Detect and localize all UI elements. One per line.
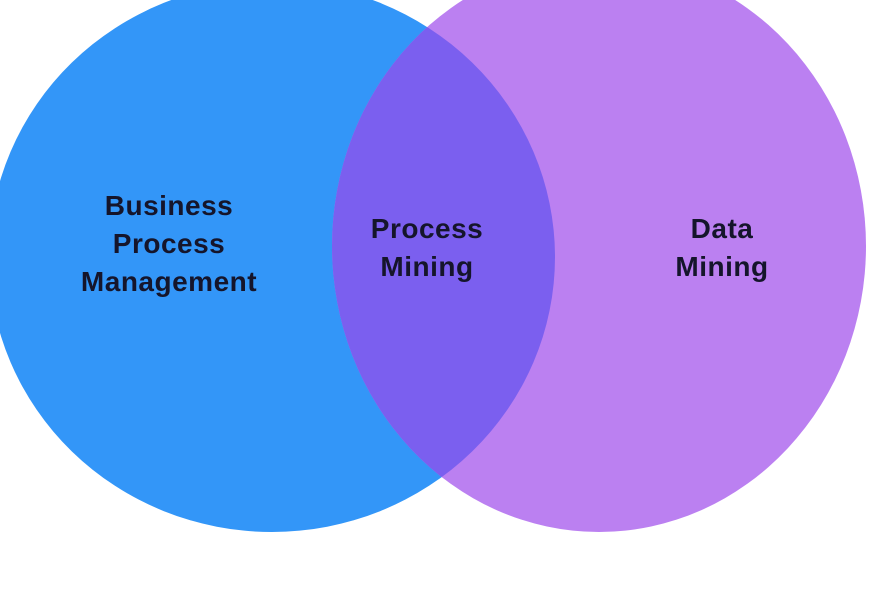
overlap-region <box>332 0 555 532</box>
left-set-label-line: Business <box>104 190 234 221</box>
left-set-label-line: Management <box>80 266 258 297</box>
right-set-label: Data Mining <box>675 210 768 286</box>
right-set-label-line: Mining <box>675 251 769 282</box>
intersection-label: Process Mining <box>371 210 483 286</box>
intersection-label-line: Process <box>370 213 484 244</box>
left-set-label-line: Process <box>112 228 226 259</box>
intersection-label-line: Mining <box>380 251 474 282</box>
left-set-label: Business Process Management <box>81 187 257 301</box>
right-set-label-line: Data <box>690 213 754 244</box>
